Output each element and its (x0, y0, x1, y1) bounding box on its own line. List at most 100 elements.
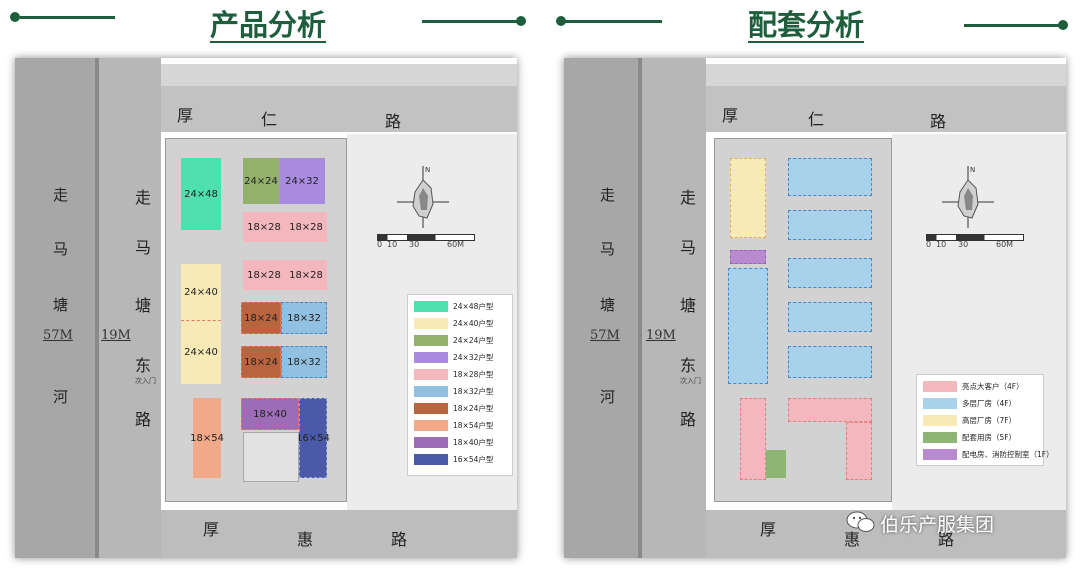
wechat-icon (846, 511, 875, 532)
scale-label-10: 10 (387, 240, 398, 249)
multistory-building-1 (788, 158, 872, 196)
multistory-building-5 (788, 346, 872, 378)
legend-swatch (414, 386, 448, 397)
block-18x28-c: 18×28 (243, 260, 285, 290)
legend-label: 18×40户型 (453, 438, 494, 447)
left-road-char-3: 塘 (680, 296, 697, 315)
legend-swatch (923, 432, 957, 443)
legend-swatch (414, 369, 448, 380)
block-24x32: 24×32 (279, 158, 325, 204)
legend-item: 配套用房（5F） (923, 432, 1016, 443)
legend-label: 亮点大客户（4F） (962, 382, 1024, 391)
legend-label: 24×48户型 (453, 302, 494, 311)
block-18x28-d: 18×28 (285, 260, 327, 290)
scale-label-0: 0 (926, 240, 932, 249)
scale-bar (377, 234, 475, 241)
header-right-line-1 (562, 20, 662, 23)
river-bank (95, 58, 99, 558)
legend-label: 18×24户型 (453, 404, 494, 413)
block-18x28-a: 18×28 (243, 212, 285, 242)
legend-item: 18×32户型 (414, 386, 493, 397)
left-road-char-1: 走 (680, 188, 697, 207)
top-road-tree-strip (706, 64, 1066, 86)
river-char-1: 走 (600, 186, 616, 204)
legend-label: 18×32户型 (453, 387, 494, 396)
left-road-char-2: 马 (680, 238, 697, 257)
legend-label: 16×54户型 (453, 455, 494, 464)
block-18x32-b: 18×32 (281, 346, 327, 378)
legend-item: 多层厂房（4F） (923, 398, 1016, 409)
substation-building (730, 250, 766, 264)
legend-item: 配电房、消防控制室（1F） (923, 449, 1054, 460)
header-left-dot-2 (516, 16, 526, 26)
bottom-road-char-2: 惠 (844, 530, 861, 549)
top-road-char-2: 仁 (808, 110, 825, 129)
legend-label: 高层厂房（7F） (962, 416, 1017, 425)
block-18x24-a: 18×24 (241, 302, 281, 334)
scale-label-60: 60M (447, 240, 465, 249)
multistory-building-2 (788, 210, 872, 240)
legend-label: 多层厂房（4F） (962, 399, 1017, 408)
legend-swatch (414, 318, 448, 329)
legend-swatch (414, 420, 448, 431)
scale-bar (926, 234, 1024, 241)
block-24x40-a: 24×40 (181, 264, 221, 320)
top-road-char-1: 厚 (177, 106, 194, 125)
legend-item: 16×54户型 (414, 454, 493, 465)
legend-swatch (923, 415, 957, 426)
header-right-dot-1 (556, 16, 566, 26)
key-client-building-1 (740, 398, 766, 480)
river-char-4: 河 (600, 388, 616, 406)
top-road-char-3: 路 (930, 112, 947, 131)
legend-item: 24×40户型 (414, 318, 493, 329)
legend-item: 24×24户型 (414, 335, 493, 346)
scale-label-30: 30 (409, 240, 420, 249)
legend-label: 18×28户型 (453, 370, 494, 379)
left-road-char-4: 东 (680, 356, 697, 375)
legend-swatch (414, 403, 448, 414)
legend-swatch (923, 381, 957, 392)
header-left-line-1 (20, 16, 115, 19)
top-road-char-1: 厚 (722, 106, 739, 125)
block-24x24: 24×24 (243, 158, 279, 204)
block-18x28-b: 18×28 (285, 212, 327, 242)
legend-item: 18×40户型 (414, 437, 493, 448)
svg-text:N: N (970, 166, 975, 174)
header-left-title: 产品分析 (210, 8, 327, 42)
legend-label: 24×40户型 (453, 319, 494, 328)
key-client-building-3 (846, 422, 872, 480)
road-width-label: 19M (101, 328, 131, 343)
bottom-road-char-3: 路 (391, 530, 408, 549)
north-compass: N (397, 166, 449, 228)
legend-item: 24×32户型 (414, 352, 493, 363)
legend-swatch (414, 352, 448, 363)
legend-label: 配电房、消防控制室（1F） (962, 450, 1054, 459)
multistory-building-tall (728, 268, 768, 384)
header-right-title: 配套分析 (748, 8, 865, 42)
bottom-road-char-3: 路 (938, 530, 955, 549)
legend-item: 亮点大客户（4F） (923, 381, 1024, 392)
river-char-2: 马 (53, 240, 69, 258)
left-road-char-4: 东 (135, 356, 152, 375)
header-left-dot-1 (10, 12, 20, 22)
top-road-char-3: 路 (385, 112, 402, 131)
legend-swatch (923, 398, 957, 409)
entrance-label: 次入门 (135, 377, 156, 385)
river-char-2: 马 (600, 240, 616, 258)
multistory-building-4 (788, 302, 872, 332)
block-18x40: 18×40 (241, 398, 299, 430)
multistory-building-3 (788, 258, 872, 288)
bottom-road-char-1: 厚 (760, 520, 777, 539)
legend-swatch (414, 454, 448, 465)
river (564, 58, 638, 558)
river-bank (638, 58, 642, 558)
river-char-1: 走 (53, 186, 69, 204)
bottom-road-char-1: 厚 (203, 520, 220, 539)
legend-item: 18×54户型 (414, 420, 493, 431)
top-road-char-2: 仁 (261, 110, 278, 129)
legend-swatch (414, 335, 448, 346)
top-road (706, 86, 1066, 132)
left-road (99, 58, 161, 558)
entrance-label: 次入门 (680, 377, 701, 385)
product-legend: 24×48户型 24×40户型 24×24户型 24×32户型 18×28户型 … (407, 294, 513, 476)
